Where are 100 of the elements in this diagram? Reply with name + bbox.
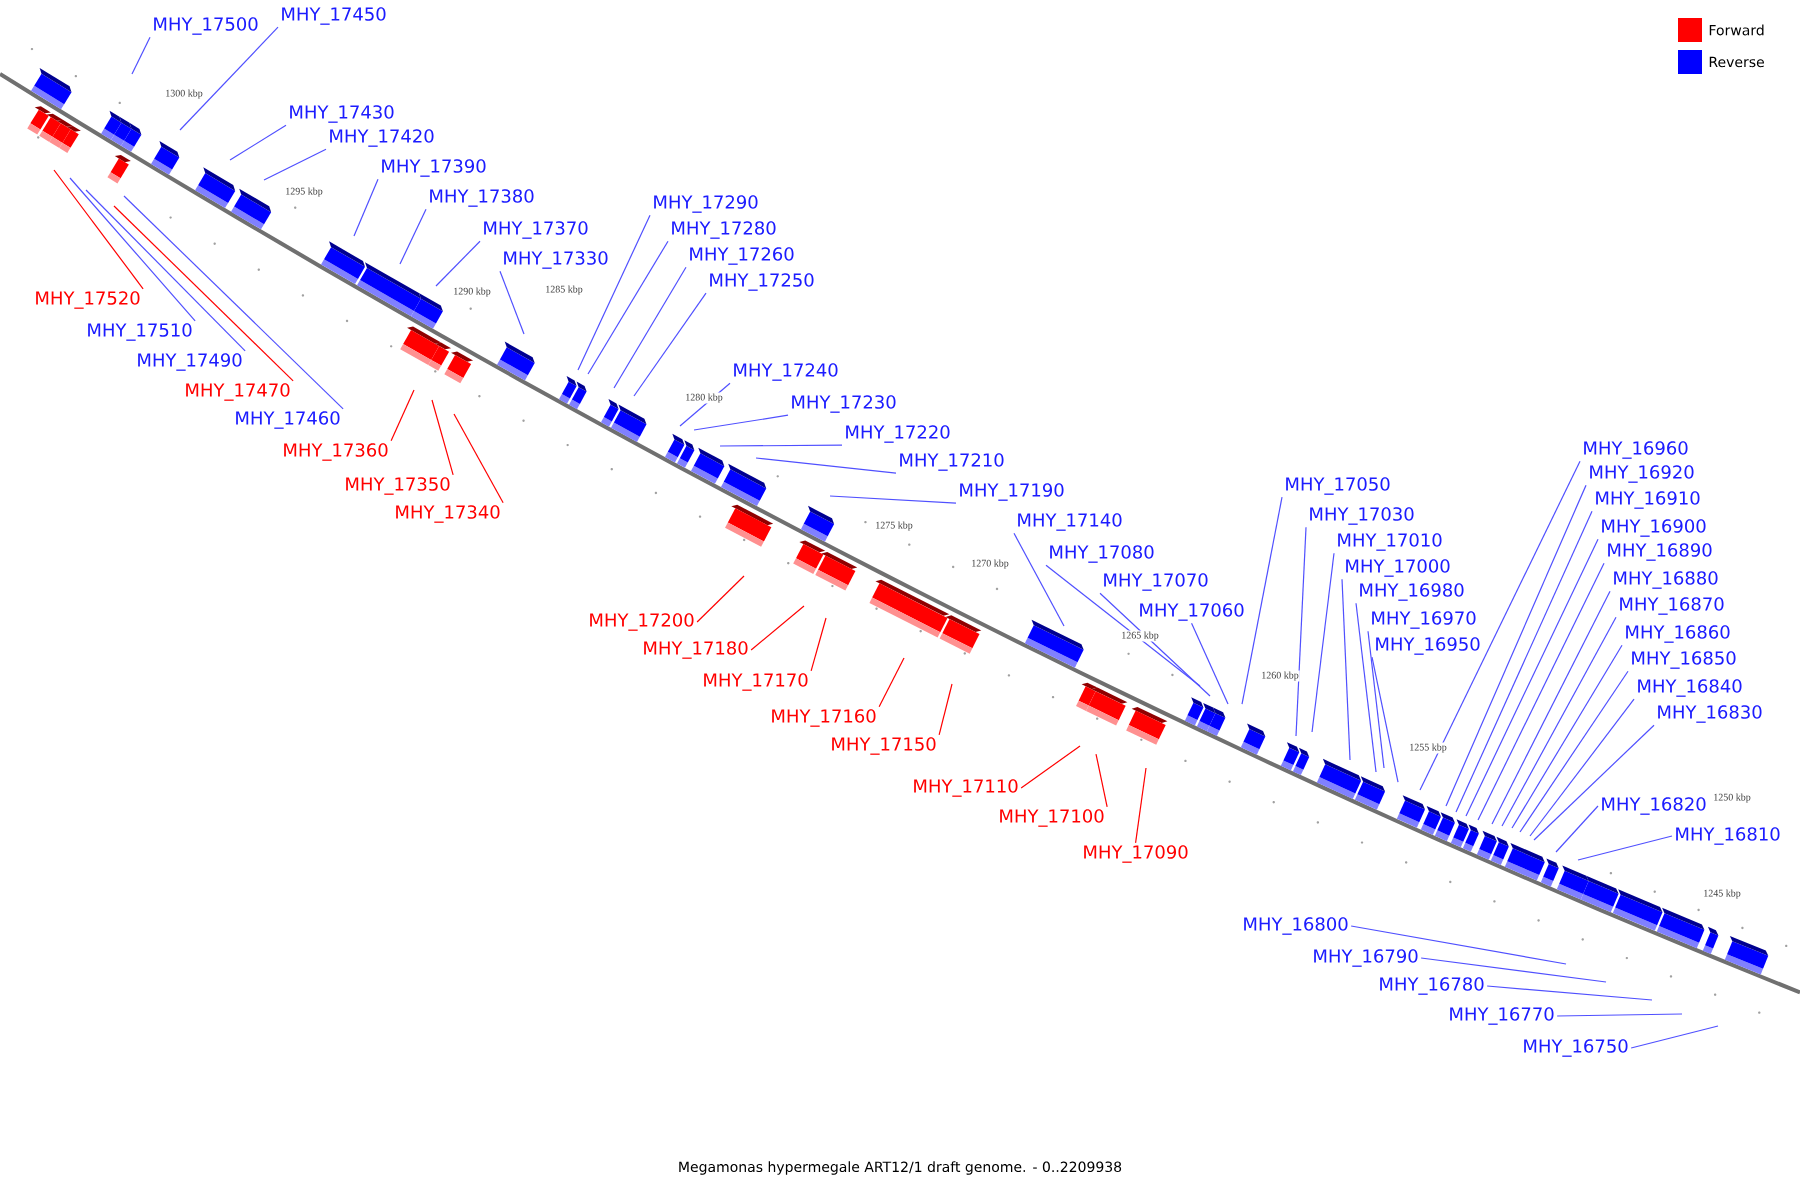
leader-line — [53, 169, 144, 290]
gene-label: MHY_17050 — [1286, 477, 1390, 495]
gene-label: MHY_16850 — [1632, 651, 1736, 669]
leader-line — [679, 382, 731, 427]
leader-line — [693, 414, 789, 431]
gene-label: MHY_17460 — [236, 411, 340, 429]
leader-line — [1529, 698, 1635, 837]
gene-label: MHY_17260 — [690, 247, 794, 265]
leader-line — [633, 292, 707, 397]
leader-line — [1371, 656, 1399, 783]
leader-line — [1501, 616, 1617, 827]
gene-label: MHY_17450 — [282, 7, 386, 25]
leader-line — [431, 399, 454, 476]
leader-line — [696, 575, 745, 623]
gene-label: MHY_16830 — [1658, 705, 1762, 723]
leader-line — [123, 195, 344, 410]
leader-line — [113, 205, 294, 382]
leader-line — [1519, 670, 1629, 833]
leader-line — [131, 36, 151, 75]
gene-label: MHY_17490 — [138, 353, 242, 371]
gene-label: MHY_16860 — [1626, 625, 1730, 643]
gene-label: MHY_16890 — [1608, 543, 1712, 561]
leader-line — [577, 214, 651, 371]
leader-line — [1350, 925, 1567, 965]
leader-line — [587, 240, 669, 375]
leader-line — [85, 189, 246, 352]
leader-line — [938, 683, 953, 736]
leader-line — [1311, 552, 1335, 733]
gene-label: MHY_17380 — [430, 189, 534, 207]
leader-line — [179, 26, 279, 131]
gene-label: MHY_16950 — [1376, 637, 1480, 655]
gene-label: MHY_17500 — [154, 17, 258, 35]
leader-line — [1555, 805, 1599, 853]
gene-label: MHY_16800 — [1244, 917, 1348, 935]
gene-label: MHY_16870 — [1620, 597, 1724, 615]
gene-label: MHY_17330 — [504, 251, 608, 269]
leader-line — [453, 413, 504, 504]
gene-label: MHY_17360 — [284, 443, 388, 461]
leader-line — [1455, 510, 1593, 813]
gene-label: MHY_17230 — [792, 395, 896, 413]
gene-label: MHY_16900 — [1602, 519, 1706, 537]
gene-label: MHY_17140 — [1018, 513, 1122, 531]
leader-line — [1630, 1025, 1719, 1049]
leader-line — [353, 178, 379, 237]
leader-line — [499, 270, 525, 335]
gene-label: MHY_16910 — [1596, 491, 1700, 509]
gene-label: MHY_17350 — [346, 477, 450, 495]
leader-line — [1295, 526, 1307, 737]
leader-line — [1477, 562, 1605, 821]
leader-line — [1465, 538, 1599, 817]
gene-label: MHY_17370 — [484, 221, 588, 239]
leader-line — [1341, 578, 1351, 761]
gene-label: MHY_17280 — [672, 221, 776, 239]
gene-label: MHY_17430 — [290, 105, 394, 123]
gene-label: MHY_16920 — [1590, 465, 1694, 483]
gene-label: MHY_16790 — [1314, 949, 1418, 967]
leader-line — [1486, 985, 1653, 1001]
leader-line — [1420, 957, 1607, 983]
gene-label: MHY_17180 — [644, 641, 748, 659]
gene-label: MHY_17150 — [832, 737, 936, 755]
leader-line — [1099, 592, 1211, 697]
leader-line — [1135, 767, 1147, 844]
gene-label: MHY_17090 — [1084, 845, 1188, 863]
gene-label: MHY_16960 — [1584, 441, 1688, 459]
leader-line — [613, 266, 687, 389]
gene-label: MHY_17210 — [900, 453, 1004, 471]
leader-line — [1095, 753, 1108, 808]
leader-line — [69, 177, 196, 322]
leader-line — [1419, 460, 1581, 791]
leader-line — [1556, 1013, 1683, 1017]
gene-label: MHY_16880 — [1614, 571, 1718, 589]
gene-label: MHY_17110 — [914, 779, 1018, 797]
leader-line — [1045, 564, 1201, 687]
gene-label: MHY_17390 — [382, 159, 486, 177]
gene-label: MHY_17240 — [734, 363, 838, 381]
gene-label: MHY_17100 — [1000, 809, 1104, 827]
gene-label: MHY_17010 — [1338, 533, 1442, 551]
gene-label: MHY_17080 — [1050, 545, 1154, 563]
gene-label: MHY_16810 — [1676, 827, 1780, 845]
gene-label: MHY_17160 — [772, 709, 876, 727]
leader-line — [229, 124, 287, 161]
leader-line — [390, 389, 415, 442]
gene-label: MHY_16770 — [1450, 1007, 1554, 1025]
leader-line — [810, 617, 827, 672]
gene-label: MHY_17190 — [960, 483, 1064, 501]
leader-line — [435, 240, 481, 287]
gene-label: MHY_17200 — [590, 613, 694, 631]
gene-label: MHY_17340 — [396, 505, 500, 523]
leader-line — [750, 605, 805, 651]
gene-label: MHY_16820 — [1602, 797, 1706, 815]
leader-line — [1367, 630, 1385, 769]
gene-label: MHY_17220 — [846, 425, 950, 443]
gene-label: MHY_17520 — [36, 291, 140, 309]
leader-line — [829, 495, 957, 504]
leader-line — [1190, 622, 1229, 705]
leader-line — [399, 208, 427, 265]
gene-label: MHY_16840 — [1638, 679, 1742, 697]
leader-line — [1511, 644, 1623, 829]
gene-label: MHY_17250 — [710, 273, 814, 291]
gene-label: MHY_16750 — [1524, 1039, 1628, 1057]
